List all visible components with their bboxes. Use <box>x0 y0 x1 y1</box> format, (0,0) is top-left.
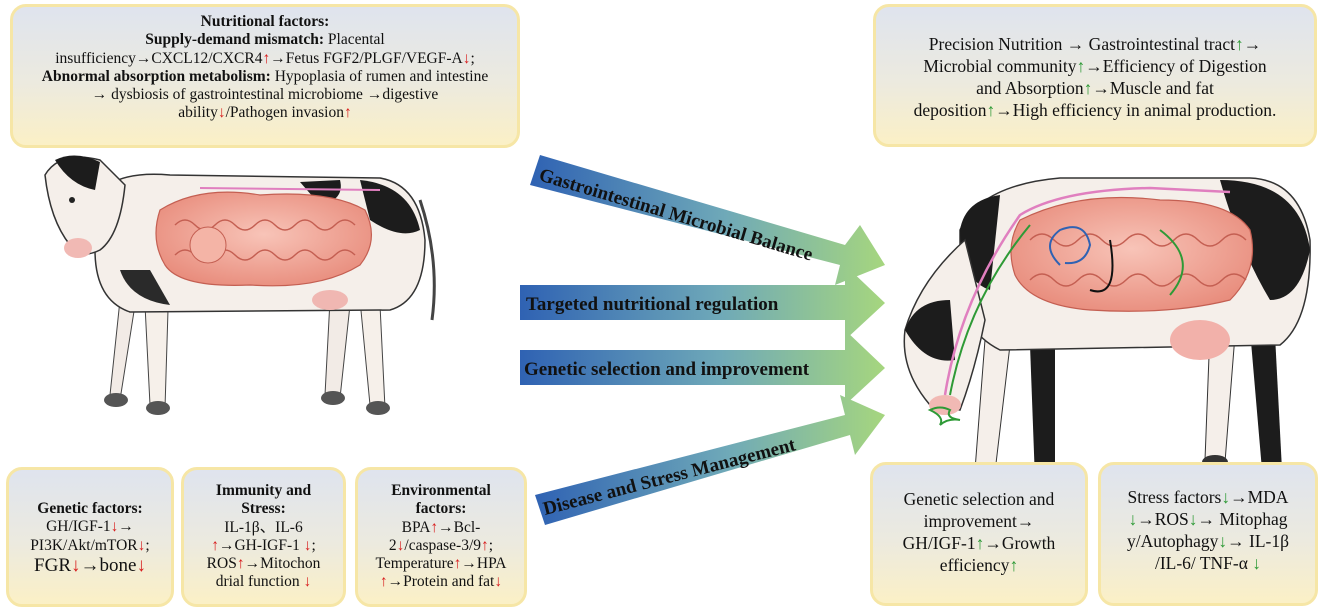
arrow-label-nutritional: Targeted nutritional regulation <box>526 294 779 315</box>
arrow-nutritional <box>520 265 885 340</box>
green-down-arrow-icon: ↓ <box>1128 508 1138 529</box>
up-arrow-icon: ↑ <box>211 536 219 554</box>
immunity-stress-box: Immunity and Stress: IL-1β、IL-6 ↑→GH-IGF… <box>181 467 346 607</box>
nutritional-factors-box: Nutritional factors: Supply-demand misma… <box>10 4 520 148</box>
up-arrow-icon: ↑ <box>481 536 489 554</box>
green-up-arrow-icon: ↑ <box>1083 78 1093 99</box>
arrow-label-disease: Disease and Stress Management <box>541 434 798 520</box>
arrow-label-gastrointestinal: Gastrointestinal Microbial Balance <box>537 165 816 266</box>
calf-illustration <box>44 155 436 415</box>
arrow-label-genetic: Genetic selection and improvement <box>524 359 810 380</box>
environmental-title: Environmental <box>391 482 491 499</box>
down-arrow-icon: ↓ <box>217 104 226 122</box>
genetic-factors-box: Genetic factors: GH/IGF-1↓→ PI3K/Akt/mTO… <box>6 467 174 607</box>
supply-demand-label: Supply-demand mismatch: <box>145 31 325 49</box>
down-arrow-icon: ↓ <box>494 573 503 591</box>
environmental-factors-box: Environmental factors: BPA↑→Bcl- 2↓/casp… <box>355 467 527 607</box>
up-arrow-icon: ↑ <box>430 518 439 536</box>
stress-factors-box: Stress factors↓→MDA ↓→ROS↓→ Mitophag y/A… <box>1098 462 1318 606</box>
up-arrow-icon: ↑ <box>379 573 388 591</box>
immunity-title: Immunity and <box>215 482 312 499</box>
down-arrow-icon: ↓ <box>303 536 312 554</box>
down-arrow-icon: ↓ <box>462 49 471 67</box>
nutritional-title: Nutritional factors: <box>200 13 330 30</box>
green-down-arrow-icon: ↓ <box>1218 530 1228 551</box>
up-arrow-icon: ↑ <box>262 49 271 67</box>
green-up-arrow-icon: ↑ <box>1076 56 1086 77</box>
precision-nutrition-box: Precision Nutrition → Gastrointestinal t… <box>873 4 1317 147</box>
cow-illustration <box>903 177 1311 489</box>
arrow-genetic <box>520 330 885 405</box>
up-arrow-icon: ↑ <box>344 104 352 122</box>
green-up-arrow-icon: ↑ <box>986 100 996 121</box>
green-down-arrow-icon: ↓ <box>1252 552 1262 573</box>
green-up-arrow-icon: ↑ <box>1234 34 1244 54</box>
arrow-disease <box>535 395 885 525</box>
genetic-title: Genetic factors: <box>37 500 143 517</box>
down-arrow-icon: ↓ <box>396 536 405 554</box>
green-up-arrow-icon: ↑ <box>1009 554 1019 575</box>
up-arrow-icon: ↑ <box>453 555 462 573</box>
down-arrow-icon: ↓ <box>71 554 81 576</box>
green-up-arrow-icon: ↑ <box>975 532 985 553</box>
green-down-arrow-icon: ↓ <box>1188 508 1198 529</box>
down-arrow-icon: ↓ <box>110 518 119 536</box>
genetic-selection-box: Genetic selection and improvement→ GH/IG… <box>870 462 1088 606</box>
green-down-arrow-icon: ↓ <box>1221 487 1231 507</box>
arrow-gastrointestinal <box>530 155 885 285</box>
down-arrow-icon: ↓ <box>137 536 146 554</box>
down-arrow-icon: ↓ <box>303 573 312 591</box>
down-arrow-icon: ↓ <box>136 554 146 576</box>
up-arrow-icon: ↑ <box>236 555 245 573</box>
abnormal-absorption-label: Abnormal absorption metabolism: <box>41 67 271 85</box>
